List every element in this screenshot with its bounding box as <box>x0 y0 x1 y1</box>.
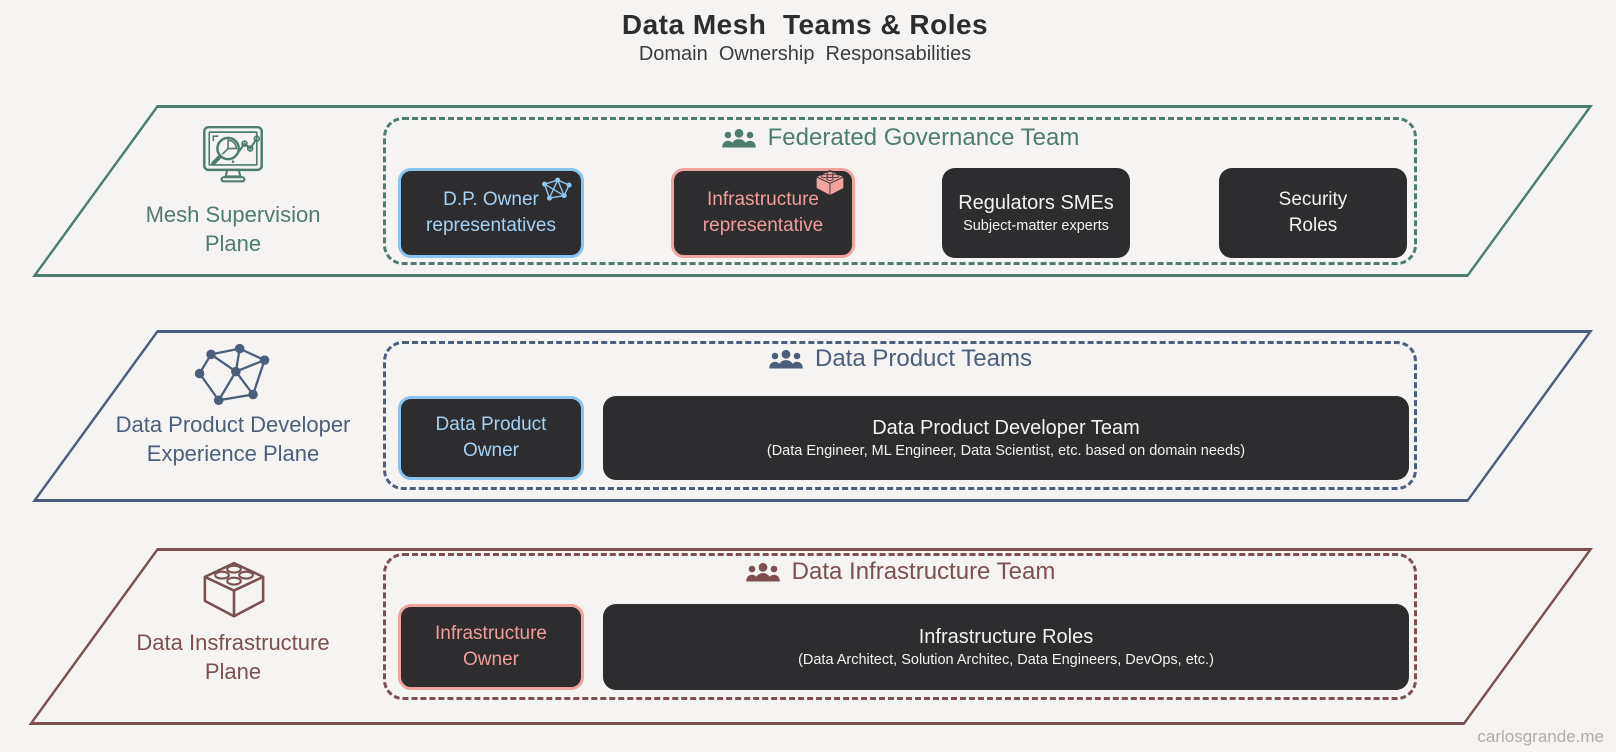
role-subtitle: (Data Engineer, ML Engineer, Data Scient… <box>766 443 1246 459</box>
data-product-teams-title: Data Product Teams <box>383 344 1417 374</box>
role-label-line: D.P. Owner <box>443 189 539 210</box>
role-label-line: Infrastructure <box>707 189 819 210</box>
role-box-infrastructure-representative: Infrastructure representative <box>671 168 855 258</box>
federated-governance-team-title: Federated Governance Team <box>383 123 1417 153</box>
role-box-infrastructure-owner: Infrastructure Owner <box>398 604 584 690</box>
plane-label-data-product-developer-experience: Data Product Developer Experience Plane <box>58 410 408 468</box>
role-label-line: Owner <box>463 649 519 670</box>
data-infrastructure-team-title: Data Infrastructure Team <box>383 557 1417 587</box>
federated-governance-team-container <box>383 117 1417 265</box>
role-label-line: Security <box>1278 189 1348 210</box>
page-title: Data Mesh Teams & Roles <box>621 9 989 40</box>
people-group-icon <box>721 128 756 147</box>
plane-label-data-infrastructure: Data Insfrastructure Plane <box>58 628 408 686</box>
plane-label-line: Data Insfrastructure <box>136 630 330 655</box>
role-label-line: representatives <box>426 215 556 236</box>
page-subtitle: Domain Ownership Responsabilities <box>638 43 972 65</box>
network-icon <box>538 176 574 207</box>
lego-brick-icon <box>198 558 270 621</box>
people-group-icon <box>745 562 780 581</box>
role-box-infrastructure-roles: Infrastructure Roles (Data Architect, So… <box>603 604 1409 690</box>
data-infrastructure-team-container <box>383 553 1417 700</box>
role-box-data-product-owner: Data Product Owner <box>398 396 584 480</box>
role-title: Infrastructure Roles <box>918 626 1094 648</box>
role-box-regulators-smes: Regulators SMEs Subject-matter experts <box>942 168 1130 258</box>
role-box-dp-owner-representatives: D.P. Owner representatives <box>398 168 584 258</box>
team-title-text: Data Product Teams <box>815 345 1032 372</box>
role-label-line: Roles <box>1288 215 1338 236</box>
team-title-text: Data Infrastructure Team <box>791 558 1056 585</box>
lego-brick-icon <box>813 168 847 198</box>
role-box-security-roles: Security Roles <box>1219 168 1407 258</box>
team-title-text: Federated Governance Team <box>767 124 1080 151</box>
role-title: Data Product Developer Team <box>872 417 1140 439</box>
role-label-line: Data Product <box>435 414 547 435</box>
role-label-line: representative <box>702 215 824 236</box>
monitor-analytics-icon <box>192 119 274 191</box>
plane-label-mesh-supervision: Mesh Supervision Plane <box>58 200 408 258</box>
role-subtitle: (Data Architect, Solution Architec, Data… <box>798 652 1214 668</box>
role-subtitle: Subject-matter experts <box>963 218 1109 234</box>
plane-label-line: Plane <box>204 659 262 684</box>
watermark: carlosgrande.me <box>1477 727 1604 746</box>
people-group-icon <box>769 349 803 368</box>
role-title: Regulators SMEs <box>958 192 1114 214</box>
role-label-line: Owner <box>463 440 519 461</box>
plane-label-line: Plane <box>204 231 262 256</box>
plane-label-line: Data Product Developer <box>115 412 351 437</box>
role-label-line: Infrastructure <box>435 623 547 644</box>
plane-label-line: Mesh Supervision <box>145 202 321 227</box>
data-product-teams-container <box>383 341 1417 490</box>
network-mesh-icon <box>190 341 276 414</box>
plane-label-line: Experience Plane <box>146 441 320 466</box>
role-box-data-product-developer-team: Data Product Developer Team (Data Engine… <box>603 396 1409 480</box>
